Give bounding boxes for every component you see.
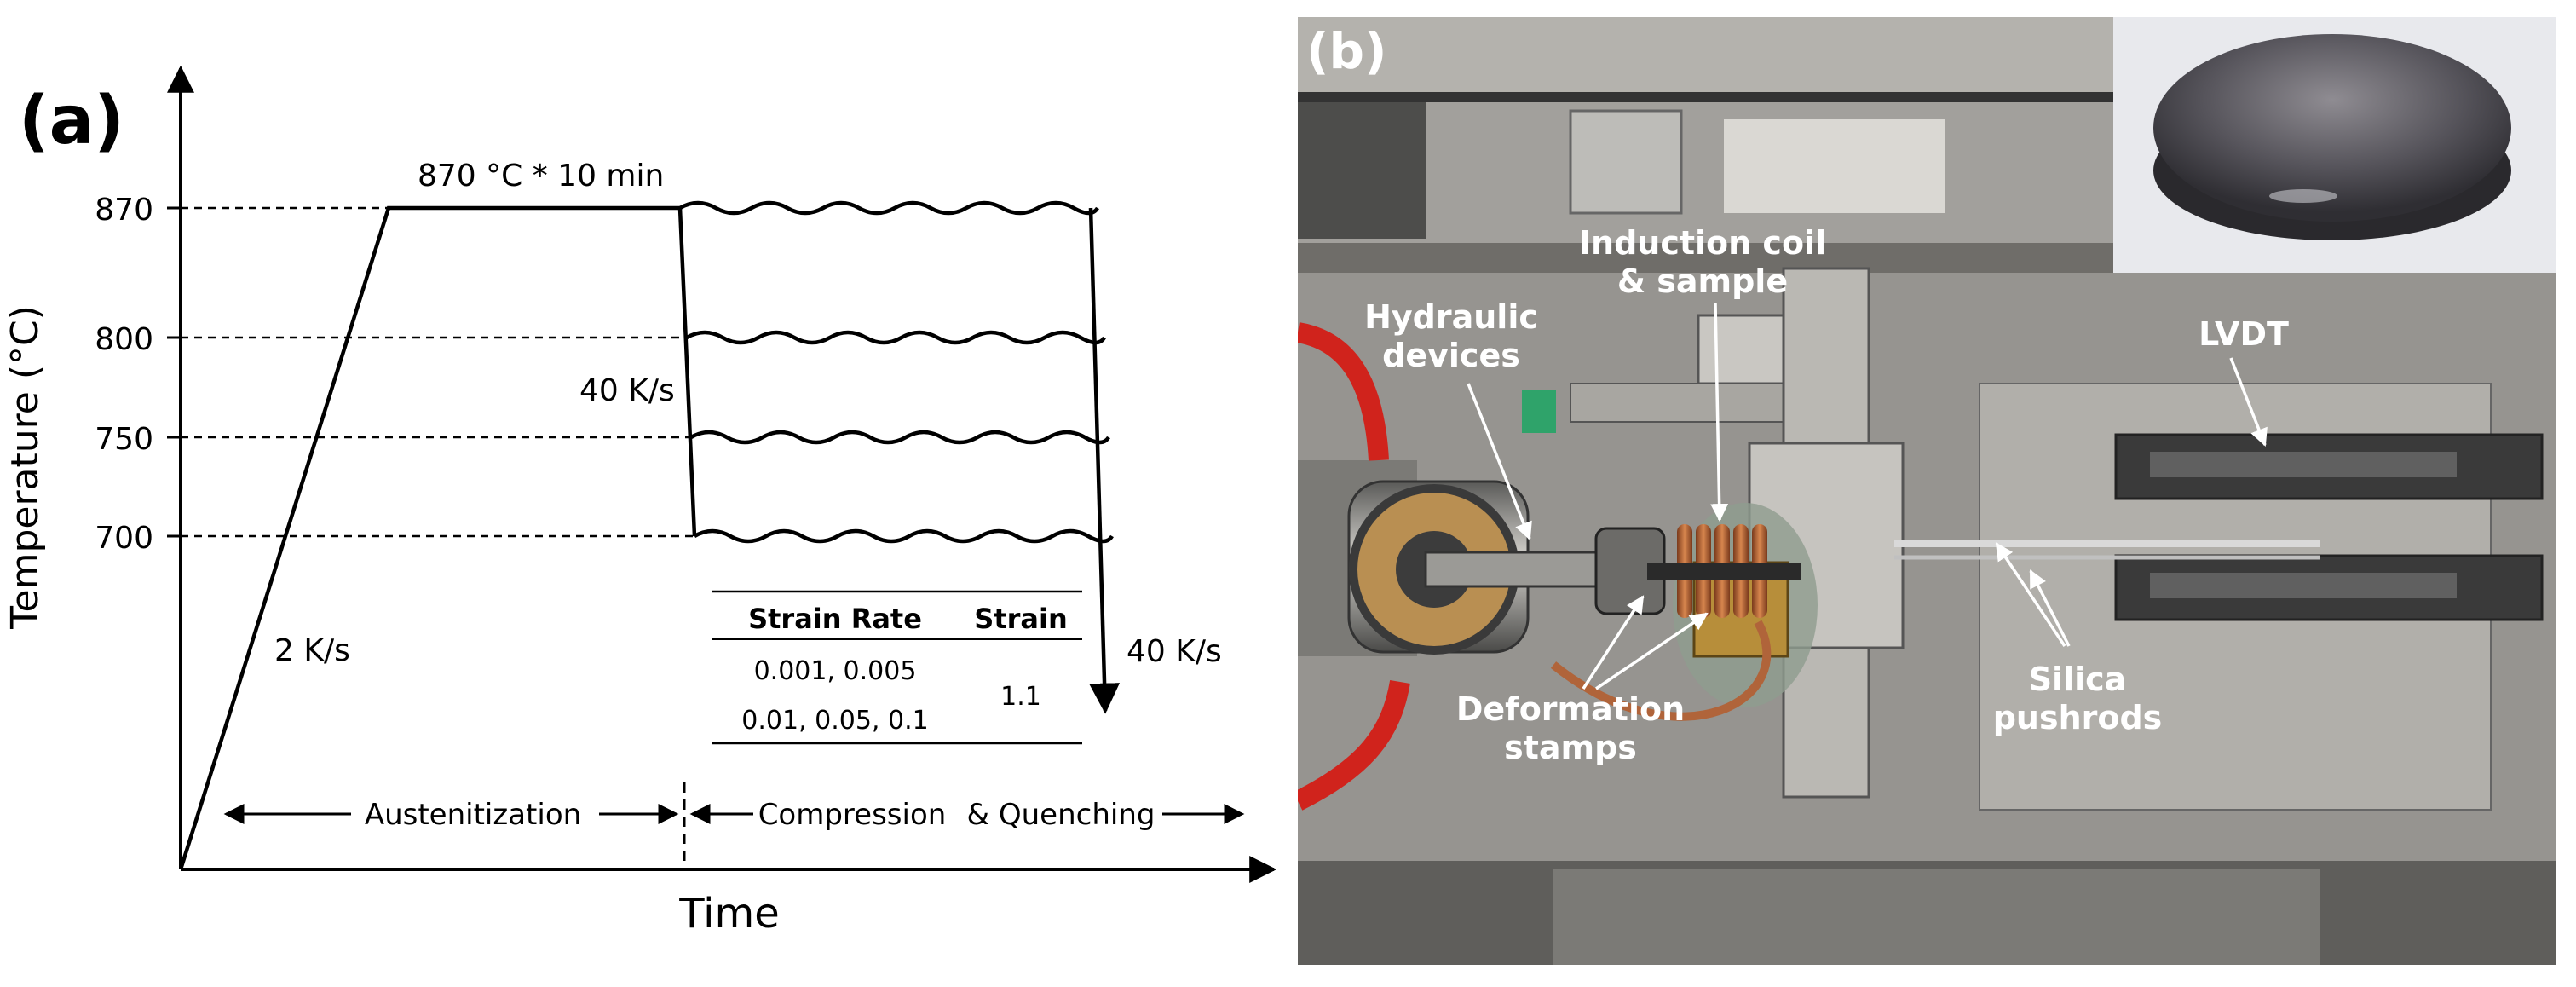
hold-750-wave [689,430,1110,445]
label-deformation-2: stamps [1504,729,1637,766]
stage-quenching: & Quenching [967,798,1155,832]
label-deformation-1: Deformation [1456,690,1685,728]
schedule-diagram: (a) Temperature (°C) Time 870 800 750 70… [0,0,1278,984]
hold-870-wave [678,200,1099,216]
label-silica-2: pushrods [1993,699,2163,736]
label-induction-1: Induction coil [1579,224,1826,262]
ytick-750: 750 [95,422,153,457]
panel-a-label: (a) [19,83,124,159]
table-rates-row-1: 0.001, 0.005 [754,656,917,686]
label-lvdt: LVDT [2199,315,2289,353]
hold-800-wave [685,330,1106,345]
photo-svg: (b) Hydraulic devices Induction coil & s… [1293,17,2556,965]
cooling-rate-label: 40 K/s [579,373,675,408]
table-strain-value: 1.1 [1000,682,1041,712]
schedule-path [178,200,1114,870]
hold-label: 870 °C * 10 min [418,159,664,193]
label-induction-2: & sample [1617,263,1788,300]
stage-austenitization: Austenitization [365,798,581,832]
reference-lines [181,206,694,538]
ytick-800: 800 [95,322,153,357]
table-rates-row-2: 0.01, 0.05, 0.1 [741,706,928,736]
label-hydraulic-1: Hydraulic [1364,298,1538,336]
compressed-sample-icon [2153,34,2511,222]
table-header-strain-rate: Strain Rate [748,603,922,635]
y-axis-label: Temperature (°C) [3,305,47,630]
heating-rate-label: 2 K/s [274,633,350,668]
label-silica-1: Silica [2029,661,2127,698]
label-hydraulic-2: devices [1382,337,1520,374]
parameter-table: Strain Rate Strain 0.001, 0.005 0.01, 0.… [712,590,1082,745]
stage-compression: Compression [758,798,947,832]
x-axis-label: Time [678,890,779,938]
ytick-870: 870 [95,193,153,228]
dilatometer-photo: (b) Hydraulic devices Induction coil & s… [1293,17,2556,965]
quench-rate-label: 40 K/s [1127,634,1222,669]
quench-arrow [1088,207,1121,714]
table-header-strain: Strain [974,603,1067,635]
ytick-700: 700 [95,521,153,556]
hold-700-wave [693,528,1114,544]
red-cable [1295,322,1389,461]
panel-b-label: (b) [1306,22,1387,80]
schedule-svg: (a) Temperature (°C) Time 870 800 750 70… [3,65,1277,938]
